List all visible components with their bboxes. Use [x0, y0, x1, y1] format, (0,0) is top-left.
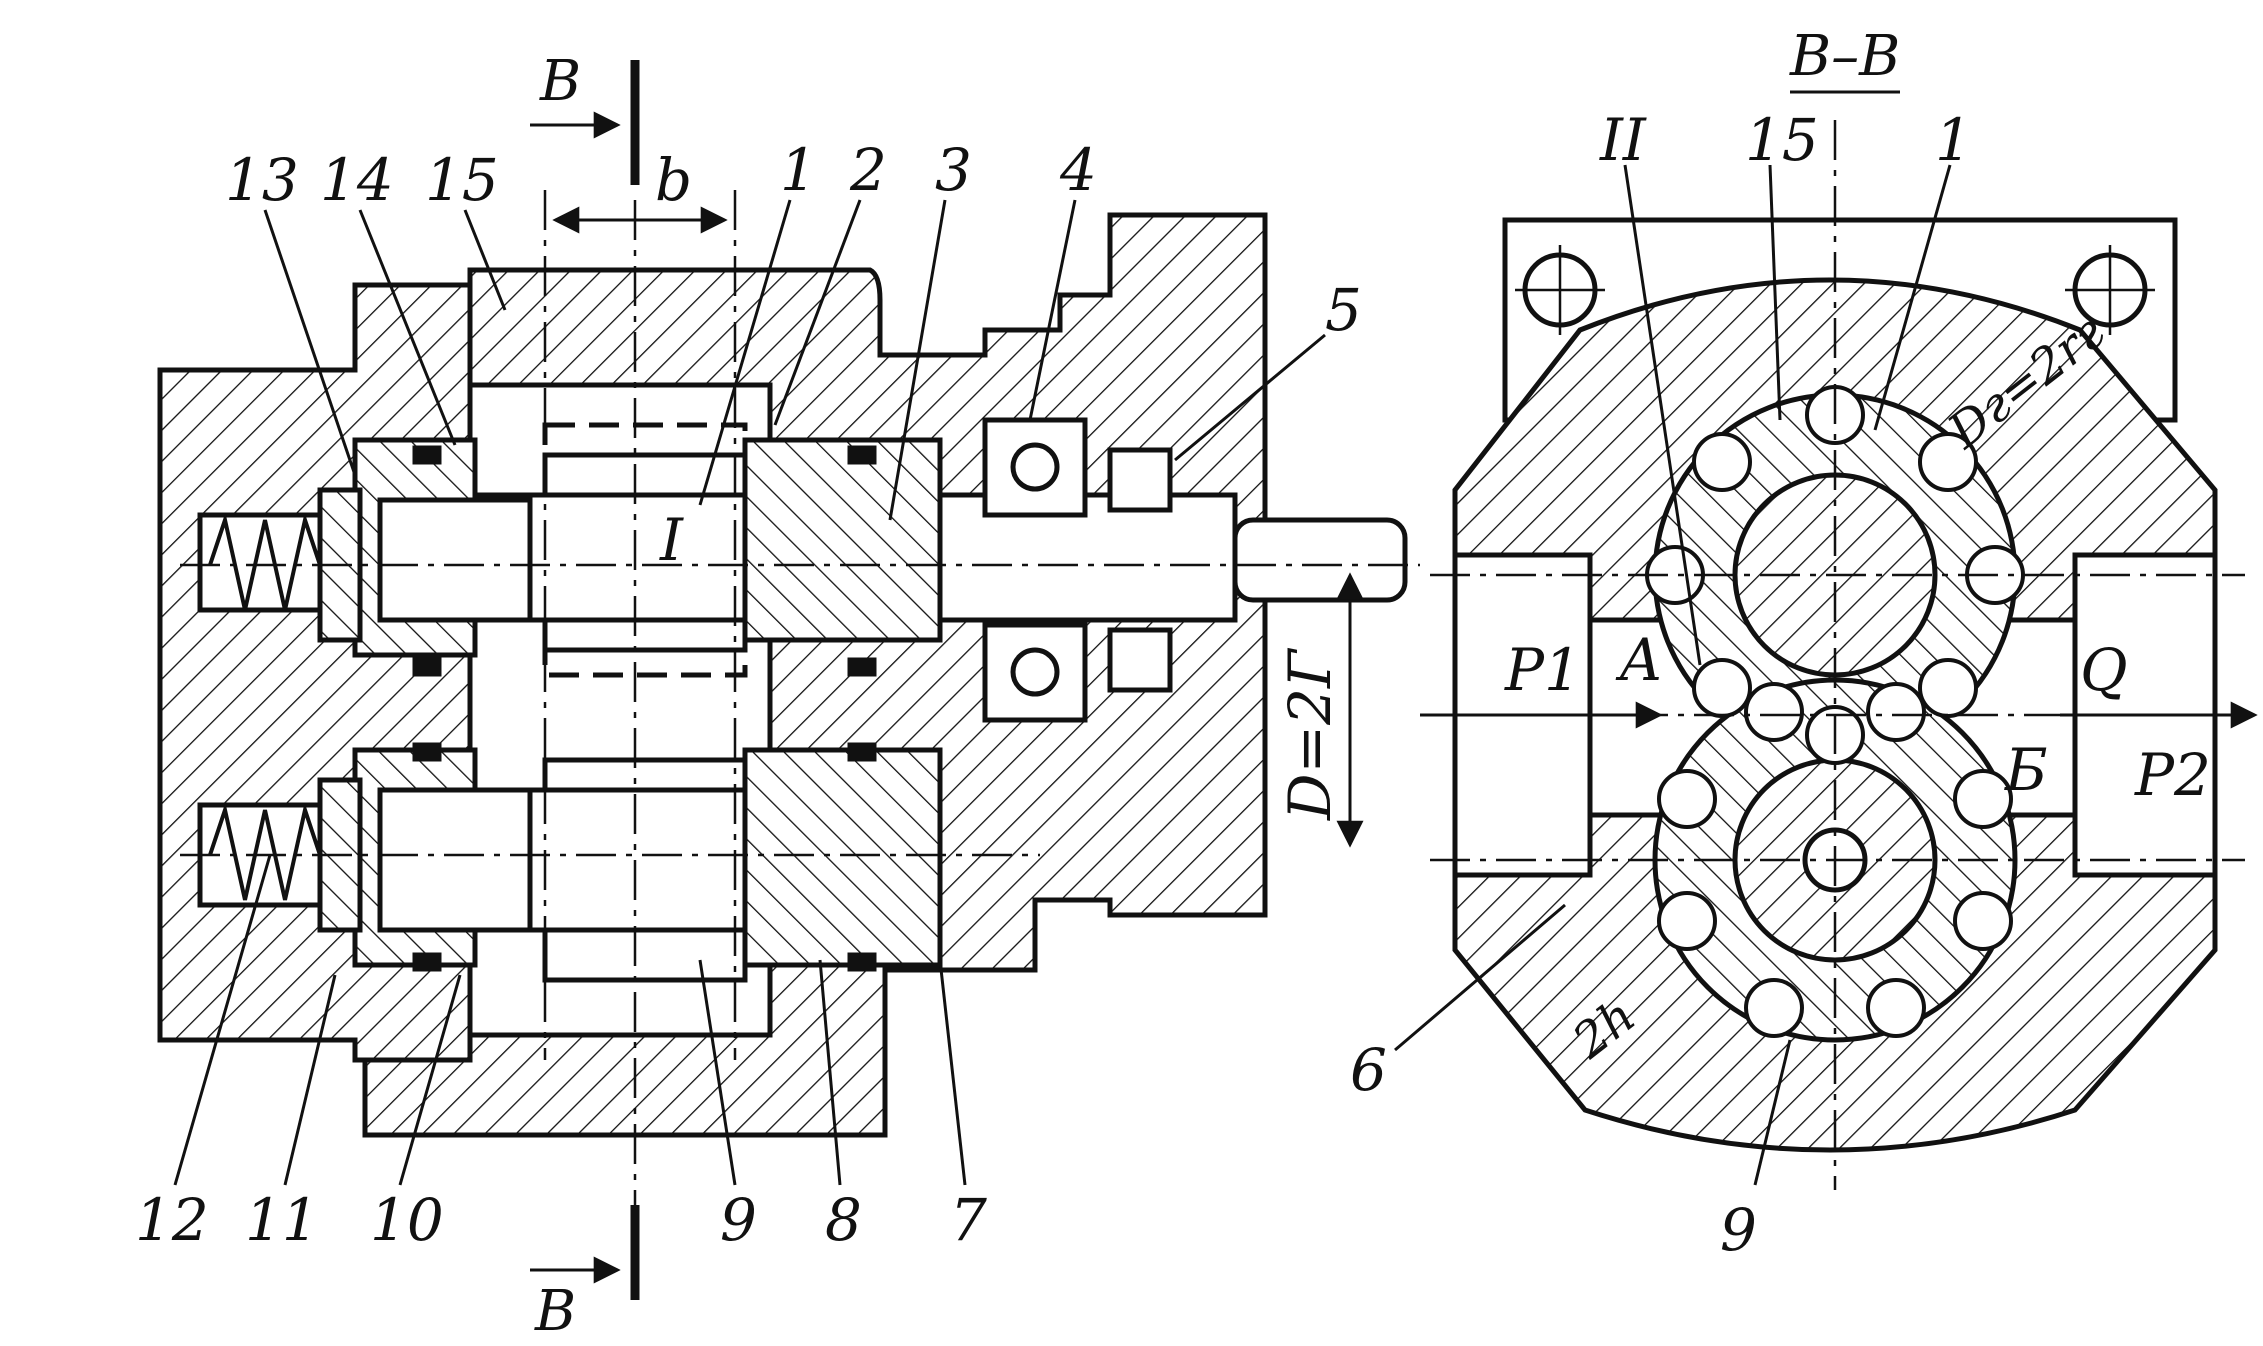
section-mark-bottom: B [534, 1279, 576, 1341]
outlet-pressure-label: P2 [2134, 741, 2211, 809]
callout-6: 6 [1350, 1036, 1387, 1104]
callout-13: 13 [225, 146, 299, 214]
callout-8: 8 [825, 1186, 862, 1254]
upper-bore [377, 497, 533, 623]
center-distance-label: D=2Г [1276, 647, 1344, 821]
callout-9-left: 9 [720, 1186, 757, 1254]
callout-14: 14 [320, 146, 394, 214]
spring-pocket-upper [197, 512, 333, 613]
seal-upper [1107, 447, 1173, 513]
detail-I: I [659, 506, 684, 574]
callout-7: 7 [950, 1186, 987, 1254]
callout-1-left: 1 [780, 136, 817, 204]
callout-9-right: 9 [1720, 1196, 1757, 1264]
outlet-chamber-label: Б [2004, 736, 2048, 804]
width-dimension-label: b [655, 146, 692, 214]
leader-lines-right [1394, 164, 1952, 1186]
section-mark-top: B [539, 49, 581, 114]
shaft-end [1232, 517, 1408, 603]
longitudinal-section [157, 212, 1408, 1138]
callout-1-right: 1 [1935, 106, 1972, 174]
callout-11: 11 [245, 1186, 319, 1254]
callout-4: 4 [1059, 136, 1097, 204]
section-plane-marks [530, 60, 640, 1300]
ball-bearing-lower [982, 622, 1088, 723]
spring-upper [208, 512, 322, 611]
spring-lower [208, 802, 322, 901]
flow-rate-label: Q [2080, 636, 2128, 704]
detail-II: II [1599, 106, 1647, 174]
seal-lower [1107, 627, 1173, 693]
callout-12: 12 [135, 1186, 209, 1254]
ball-bearing-upper [982, 417, 1088, 518]
view-title: B–B [1789, 24, 1900, 89]
callout-3: 3 [935, 136, 972, 204]
callout-15-left: 15 [425, 146, 499, 214]
callout-10: 10 [370, 1186, 444, 1254]
inlet-pressure-label: P1 [1504, 636, 1581, 704]
callout-5: 5 [1325, 276, 1362, 344]
leader-lines-left [173, 199, 1326, 1186]
bushing-right-lower [742, 747, 943, 968]
lower-bore [377, 787, 533, 933]
centerlines-left [180, 190, 1420, 1220]
callout-15-right: 15 [1745, 106, 1819, 174]
inlet-chamber-label: A [1615, 626, 1662, 694]
callout-2: 2 [849, 136, 887, 204]
bushing-right-upper [742, 437, 943, 643]
